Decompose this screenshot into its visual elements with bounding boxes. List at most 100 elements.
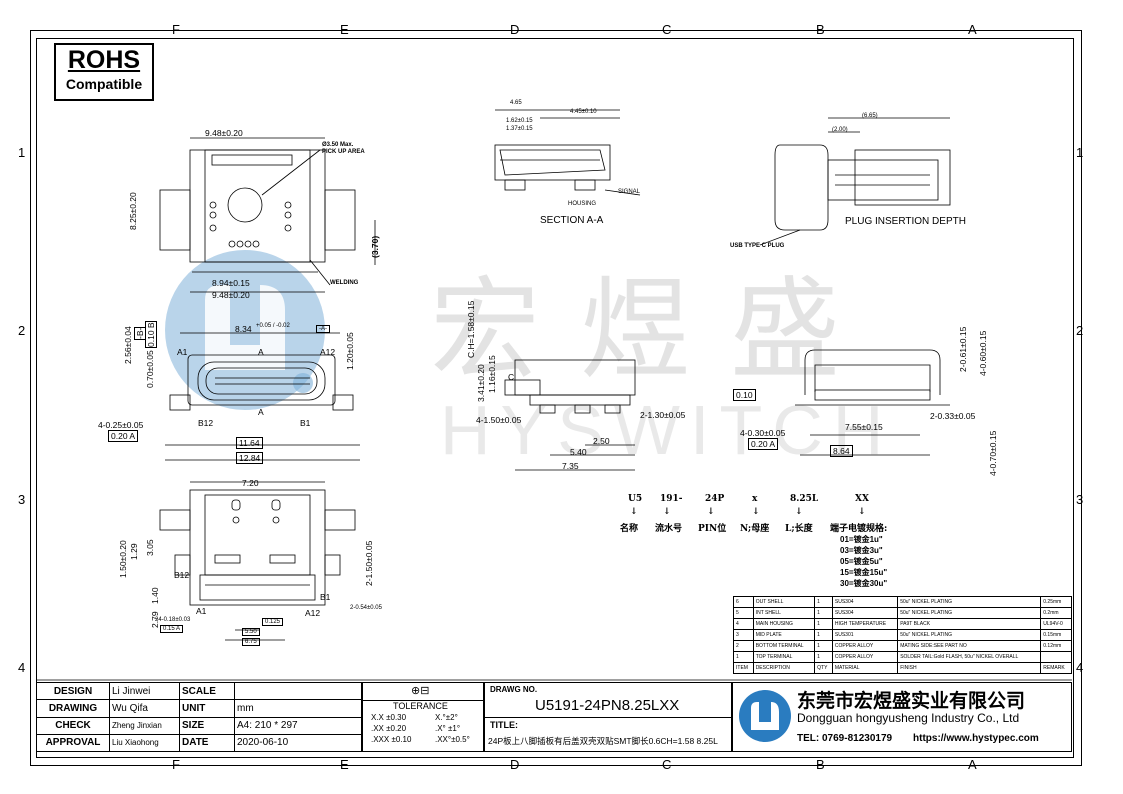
pin-b1: B1	[320, 592, 331, 602]
rear-dim: 4-0.30±0.05	[740, 428, 786, 438]
bom-header: DESCRIPTION	[752, 662, 816, 674]
bom-cell: OUT SHELL	[752, 596, 816, 608]
zone-label: E	[340, 22, 349, 37]
side-dim: 2.50	[593, 436, 610, 446]
bottom-dim: 2-0.54±0.05	[350, 605, 382, 611]
bottom-dim: 0.125	[262, 618, 284, 626]
bottom-dim: 24-0.18±0.03	[155, 617, 191, 623]
usb-plug-label: USB TYPE C PLUG	[730, 243, 785, 249]
bottom-position-tol: 0.15 A	[160, 625, 184, 633]
company-website: https://www.hystypec.com	[913, 733, 1039, 744]
unit-label: UNIT	[179, 699, 235, 718]
side-dim: 7.35	[562, 461, 579, 471]
dim-width-bot: 9.48±0.20	[212, 290, 250, 300]
tolerance-angular: .XX°±0.5°	[435, 735, 470, 744]
bottom-dim: 7.20	[242, 478, 259, 488]
bom-cell: PA9T BLACK	[897, 618, 1042, 630]
plug-dim: (2.00)	[832, 127, 848, 133]
tolerance-linear: .XX ±0.20	[371, 724, 407, 733]
side-dim: 4-1.50±0.05	[476, 415, 522, 425]
pin-a12: A12	[305, 608, 321, 618]
title-label: TITLE:	[490, 720, 518, 730]
company-tel: TEL: 0769-81230179	[797, 733, 893, 744]
approval-label: APPROVAL	[36, 733, 110, 753]
section-title: SECTION A-A	[540, 215, 604, 226]
pickup-label: Ø3.50 Max.	[322, 142, 354, 148]
zone-label: E	[340, 757, 349, 772]
drawing-title: 24P板上八脚插板有后盖双壳双贴SMT脚长0.6CH=1.58 8.25L	[488, 736, 718, 746]
zone-label: B	[816, 22, 825, 37]
bom-cell: 1	[814, 607, 833, 619]
company-block: 东莞市宏煜盛实业有限公司 Dongguan hongyusheng Indust…	[732, 682, 1072, 752]
dim-width-mid: 8.94±0.15	[212, 278, 250, 288]
bottom-vdim: 3.05	[145, 539, 155, 556]
size-value: A4: 210 * 297	[234, 716, 362, 735]
designer: Li Jinwei	[109, 681, 180, 701]
zone-number: 4	[1076, 660, 1084, 675]
rear-view	[795, 349, 950, 456]
bom-cell: 4	[733, 618, 754, 630]
bom-cell: COPPER ALLOY	[831, 640, 899, 652]
pin-a12: A12	[320, 347, 336, 357]
bom-cell: 0.15mm	[1040, 629, 1072, 641]
bom-header: QTY	[814, 662, 833, 674]
bottom-vdim: 1.29	[129, 543, 139, 560]
company-name-en: Dongguan hongyusheng Industry Co., Ltd	[797, 711, 1020, 725]
bom-cell: MID PLATE	[752, 629, 816, 641]
front-vdim: 0.70±0.05	[145, 350, 155, 388]
bom-cell: 50u" NICKEL PLATING	[897, 607, 1042, 619]
pin-a1: A1	[196, 606, 207, 616]
zone-label: D	[510, 22, 520, 37]
bom-cell: MAIN HOUSING	[752, 618, 816, 630]
front-vdim: 1.20±0.05	[345, 332, 355, 370]
section-mark-a: A	[258, 347, 264, 357]
approver: Liu Xiaohong	[109, 733, 180, 753]
zone-label: D	[510, 757, 520, 772]
bottom-view	[159, 481, 356, 641]
drawing-label: DRAWING	[36, 699, 110, 718]
tolerance-angular: X.°±2°	[435, 713, 458, 722]
zone-number: 2	[18, 323, 26, 338]
zone-label: C	[662, 22, 672, 37]
zone-number: 2	[1076, 323, 1084, 338]
rear-flatness: 0.10	[733, 389, 756, 401]
company-logo-icon	[739, 690, 791, 742]
rohs-subtitle: Compatible	[65, 76, 143, 92]
pin-b12: B12	[174, 570, 190, 580]
bom-header: FINISH	[897, 662, 1042, 674]
approval-table: DESIGN Li Jinwei SCALE DRAWING Wu Qifa U…	[36, 681, 362, 753]
drawing-frame	[36, 38, 1074, 758]
rohs-title: ROHS	[67, 46, 141, 74]
top-view	[159, 137, 376, 293]
side-dim: 5.40	[570, 447, 587, 457]
bom-cell: 6	[733, 596, 754, 608]
drawing-no-label: DRAWG NO.	[490, 685, 538, 694]
zone-number: 1	[1076, 145, 1084, 160]
rear-vdim: 4-0.60±0.15	[978, 330, 988, 376]
scale-value	[234, 681, 362, 701]
pin-b12: B12	[198, 418, 214, 428]
bottom-vdim: 2-1.50±0.05	[364, 540, 374, 586]
bom-cell: 1	[814, 651, 833, 663]
bottom-vdim: 1.50±0.20	[118, 540, 128, 578]
size-label: SIZE	[179, 716, 235, 735]
bom-cell: COPPER ALLOY	[831, 651, 899, 663]
code-part: U5	[628, 494, 643, 504]
watermark-en: HYSWITCH	[440, 391, 894, 469]
date-label: DATE	[179, 733, 235, 753]
bottom-vdim: 1.40	[150, 587, 160, 604]
pin-a1: A1	[177, 347, 188, 357]
design-label: DESIGN	[36, 681, 110, 701]
date-value: 2020-06-10	[234, 733, 362, 753]
bom-cell: 1	[814, 618, 833, 630]
bom-cell: 50u" NICKEL PLATING	[897, 596, 1042, 608]
front-top-dim: 8.34	[235, 324, 252, 334]
front-flatness: 0.10 B	[145, 321, 157, 348]
zone-label: B	[816, 757, 825, 772]
bom-cell: 0.25mm	[1040, 596, 1072, 608]
tolerance-linear: .XXX ±0.10	[371, 735, 412, 744]
plug-view	[759, 117, 951, 246]
signal-label: SIGNAL	[618, 189, 641, 195]
